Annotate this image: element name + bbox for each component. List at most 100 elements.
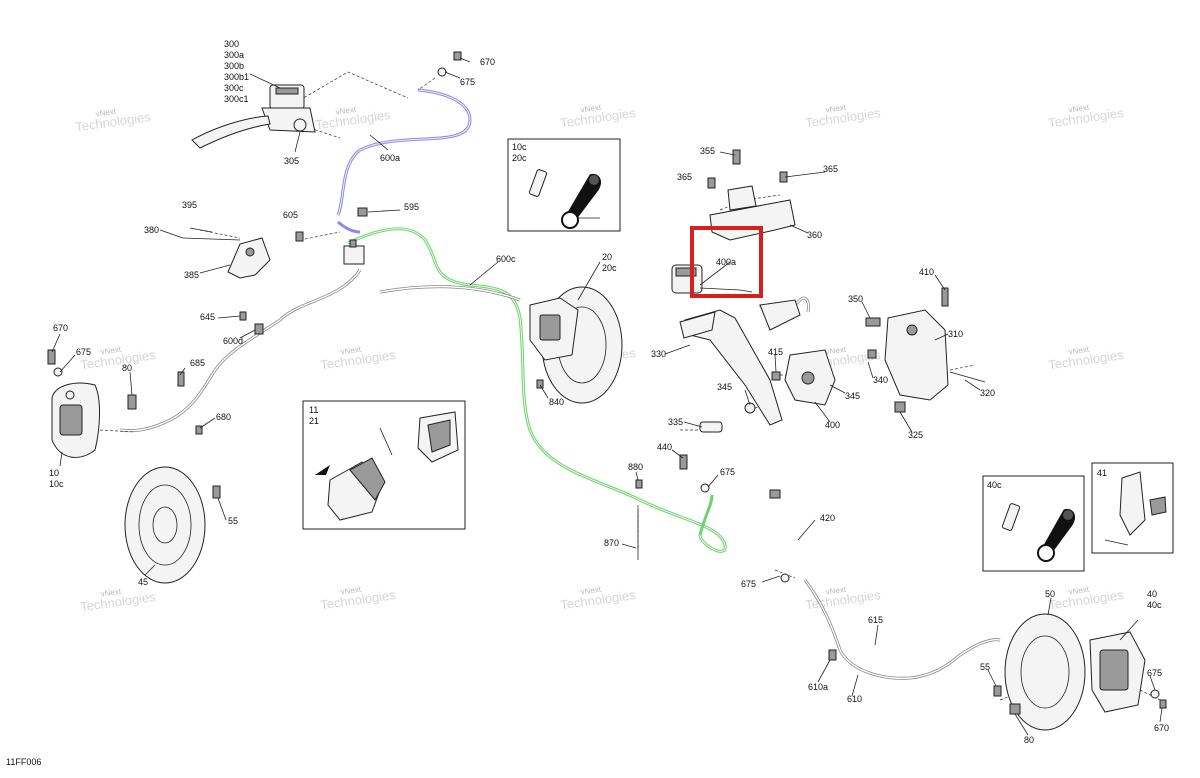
part-label: 615 — [868, 615, 883, 625]
part-label: 330 — [651, 349, 666, 359]
watermark: Technologies vNext — [804, 103, 882, 131]
part-label: 880 — [628, 462, 643, 472]
part-label: 675 — [741, 579, 756, 589]
part-label: 80 — [122, 363, 132, 373]
part-label: 355 — [700, 146, 715, 156]
watermark: Technologies vNext — [559, 585, 637, 613]
parking-brake-bracket — [182, 227, 271, 279]
part-label: 600a — [380, 153, 400, 163]
part-label: 605 — [283, 210, 298, 220]
svg-text:vNext: vNext — [825, 585, 847, 597]
pedal-support-bracket — [884, 309, 986, 401]
rear-disc — [1004, 613, 1086, 731]
svg-text:vNext: vNext — [340, 585, 362, 597]
inset-label: 20c — [512, 153, 527, 163]
part-label: 645 — [200, 312, 215, 322]
part-label: 300b — [224, 61, 244, 71]
part-label: 20 — [602, 252, 612, 262]
bleeder-cap-icon — [561, 173, 601, 229]
front-left-disc — [124, 466, 206, 584]
watermark: Technologies vNext — [1047, 345, 1125, 373]
svg-text:vNext: vNext — [100, 587, 122, 599]
part-label: 610a — [808, 682, 828, 692]
front-master-cylinder — [191, 84, 316, 149]
figure-code: 11FF006 — [6, 757, 41, 767]
part-label: 400 — [825, 420, 840, 430]
inset-label: 21 — [309, 416, 319, 426]
part-label: 340 — [873, 375, 888, 385]
part-label: 350 — [848, 294, 863, 304]
part-label: 345 — [845, 391, 860, 401]
inset-label: 40c — [987, 480, 1002, 490]
part-label: 10 — [49, 468, 59, 478]
rigid-brake-lines — [119, 269, 1001, 680]
callout-labels: 300 300a 300b 300b1 300c 300c1 305 600a … — [49, 39, 1169, 745]
part-label: 335 — [668, 417, 683, 427]
part-label: 380 — [144, 225, 159, 235]
svg-text:vNext: vNext — [580, 585, 602, 597]
brake-pad-icon — [1104, 471, 1167, 546]
part-label: 365 — [823, 164, 838, 174]
part-label: 675 — [1147, 668, 1162, 678]
inset-label: 11 — [309, 405, 318, 415]
part-label: 870 — [604, 538, 619, 548]
svg-text:vNext: vNext — [1068, 345, 1090, 357]
part-label: 40c — [1147, 600, 1162, 610]
part-label: 300 — [224, 39, 239, 49]
svg-text:vNext: vNext — [100, 345, 122, 357]
part-label: 345 — [717, 382, 732, 392]
part-label: 675 — [720, 467, 735, 477]
part-label: 395 — [182, 200, 197, 210]
part-label: 300c1 — [224, 94, 249, 104]
part-label: 685 — [190, 358, 205, 368]
svg-text:vNext: vNext — [825, 345, 847, 357]
rear-brake-hose — [347, 227, 727, 553]
fasteners — [47, 51, 1167, 715]
bleeder-screw-icon — [528, 169, 548, 197]
part-label: 670 — [53, 323, 68, 333]
part-label: 670 — [480, 57, 495, 67]
part-label: 300b1 — [224, 72, 249, 82]
svg-text:vNext: vNext — [340, 345, 362, 357]
part-label: 300c — [224, 83, 244, 93]
rear-caliper — [1089, 619, 1146, 713]
watermark: Technologies vNext — [1047, 585, 1125, 613]
part-label: 325 — [908, 430, 923, 440]
callout-leaders — [51, 57, 1163, 736]
part-label: 50 — [1045, 589, 1055, 599]
watermark: Technologies vNext — [319, 585, 397, 613]
part-label: 80 — [1024, 735, 1034, 745]
watermark: Technologies vNext — [74, 107, 152, 135]
watermark: Technologies vNext — [314, 105, 392, 133]
part-label: 40 — [1147, 589, 1157, 599]
part-label: 415 — [768, 347, 783, 357]
part-label: 600c — [496, 254, 516, 264]
part-label: 670 — [1154, 723, 1169, 733]
svg-text:vNext: vNext — [95, 107, 117, 119]
part-label: 400a — [716, 257, 736, 267]
part-label: 360 — [807, 230, 822, 240]
part-label: 675 — [460, 77, 475, 87]
svg-text:vNext: vNext — [580, 103, 602, 115]
part-label: 420 — [820, 513, 835, 523]
brake-pedal — [679, 299, 801, 426]
part-label: 45 — [138, 577, 148, 587]
watermark: Technologies vNext — [1047, 103, 1125, 131]
svg-text:vNext: vNext — [335, 105, 357, 117]
part-label: 680 — [216, 412, 231, 422]
front-brake-hose — [336, 88, 472, 234]
part-label: 320 — [980, 388, 995, 398]
part-label: 410 — [919, 267, 934, 277]
part-label: 365 — [677, 172, 692, 182]
inset-label: 10c — [512, 142, 527, 152]
inset-bleeder-front: 10c 20c — [507, 138, 621, 232]
inset-bleeder-rear: 40c — [982, 475, 1085, 572]
part-label: 305 — [284, 156, 299, 166]
part-label: 385 — [184, 270, 199, 280]
part-label: 10c — [49, 479, 64, 489]
part-label: 600d — [223, 336, 243, 346]
brake-pad-icon — [315, 411, 459, 521]
watermark: Technologies vNext — [319, 345, 397, 373]
bleeder-screw-icon — [1001, 503, 1021, 531]
